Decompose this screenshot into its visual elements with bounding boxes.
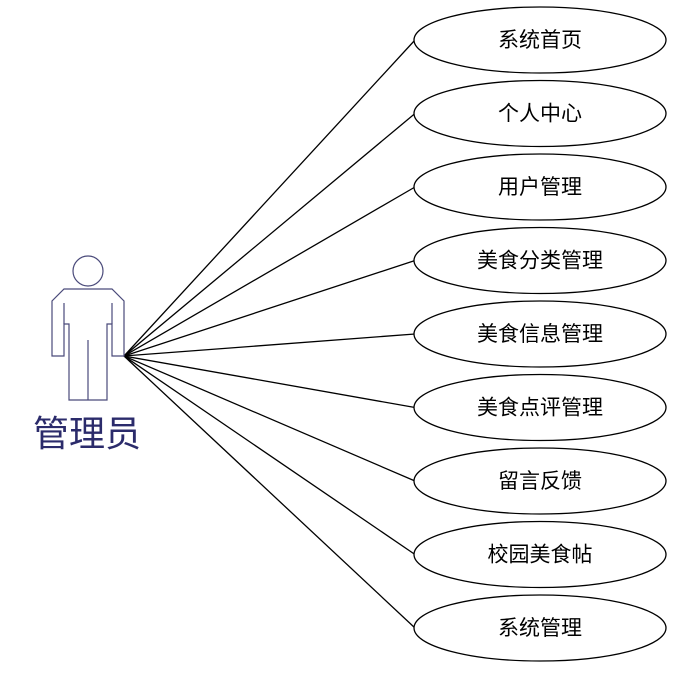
association-line (123, 355, 416, 409)
use-case-ellipse (413, 373, 667, 442)
use-case-label: 美食点评管理 (477, 396, 603, 420)
actor-label: 管理员 (33, 414, 141, 455)
use-case-9: 系统管理 (413, 594, 667, 662)
association-line (123, 333, 416, 357)
use-case-label: 个人中心 (498, 102, 582, 126)
use-case-3: 用户管理 (413, 153, 667, 221)
use-case-label: 美食分类管理 (477, 249, 603, 273)
use-cases: 系统首页个人中心用户管理美食分类管理美食信息管理美食点评管理留言反馈校园美食帖系… (413, 6, 667, 662)
use-case-ellipse (413, 6, 667, 74)
use-case-5: 美食信息管理 (413, 300, 667, 368)
association-line (123, 186, 416, 357)
use-case-ellipse (413, 447, 667, 515)
use-case-ellipse (413, 520, 667, 589)
use-case-7: 留言反馈 (413, 447, 667, 515)
use-case-2: 个人中心 (413, 79, 667, 148)
use-case-label: 校园美食帖 (488, 543, 593, 567)
association-line (123, 355, 416, 556)
use-case-4: 美食分类管理 (413, 226, 667, 295)
use-case-ellipse (413, 594, 667, 662)
use-case-ellipse (413, 226, 667, 295)
association-line (123, 113, 416, 357)
use-case-label: 系统管理 (498, 616, 582, 640)
use-case-ellipse (413, 153, 667, 221)
association-line (123, 259, 416, 357)
use-case-ellipse (413, 300, 667, 368)
association-line (123, 355, 416, 482)
association-lines (123, 39, 416, 629)
use-case-label: 美食信息管理 (477, 322, 603, 346)
use-case-label: 系统首页 (498, 28, 582, 52)
use-case-label: 用户管理 (498, 175, 582, 199)
actor-administrator: 管理员 (33, 255, 141, 455)
actor-head (72, 255, 104, 287)
association-line (123, 355, 416, 629)
use-case-1: 系统首页 (413, 6, 667, 74)
association-line (123, 39, 416, 357)
use-case-label: 留言反馈 (498, 469, 582, 493)
use-case-6: 美食点评管理 (413, 373, 667, 442)
use-case-ellipse (413, 79, 667, 148)
use-case-8: 校园美食帖 (413, 520, 667, 589)
